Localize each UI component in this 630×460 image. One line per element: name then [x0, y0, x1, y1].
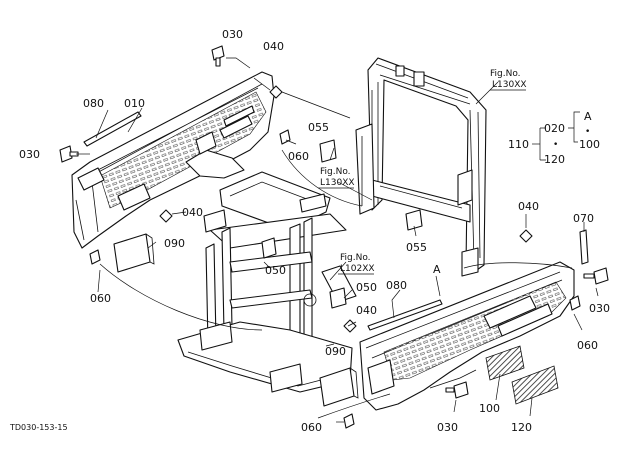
- drawing-id: TD030-153-15: [9, 423, 68, 432]
- left-side-cover: [71, 71, 275, 249]
- label-050-right: 050: [356, 281, 377, 294]
- label-100-bottom: 100: [479, 402, 500, 415]
- rod-left: [83, 111, 142, 147]
- fig-ref-3: L102XX: [340, 264, 375, 274]
- pad-lower: [319, 367, 359, 407]
- rops-frame: [355, 57, 487, 277]
- label-040-top: 040: [263, 40, 284, 53]
- label-020: 020: [544, 122, 565, 135]
- label-040-left: 040: [182, 206, 203, 219]
- fig-ref-2: L130XX: [320, 178, 355, 188]
- label-070-right: 070: [573, 212, 594, 225]
- label-030-right: 030: [589, 302, 610, 315]
- label-030-top: 030: [222, 28, 243, 41]
- label-060-top: 060: [288, 150, 309, 163]
- fig-ref-1: L130XX: [492, 80, 527, 90]
- label-090-left: 090: [164, 237, 185, 250]
- label-055-right: 055: [406, 241, 427, 254]
- decal-120: [511, 365, 559, 405]
- fig-ref-label-3: Fig.No.: [340, 253, 371, 263]
- label-a-center: A: [433, 263, 441, 276]
- label-030-left: 030: [19, 148, 40, 161]
- label-120-bottom: 120: [511, 421, 532, 434]
- label-060-right: 060: [577, 339, 598, 352]
- label-100-group: 100: [579, 138, 600, 151]
- label-080-right: 080: [386, 279, 407, 292]
- label-010-left: 010: [124, 97, 145, 110]
- label-080-left: 080: [83, 97, 104, 110]
- fig-ref-label-2: Fig.No.: [320, 167, 351, 177]
- label-040-right: 040: [518, 200, 539, 213]
- rod-right: [367, 299, 443, 331]
- bar-070: [579, 229, 589, 265]
- label-030-bottom: 030: [437, 421, 458, 434]
- part-labels: 030 040 080 010 030 055 060 040 090 050 …: [9, 28, 610, 434]
- set-bracket: [532, 111, 580, 161]
- label-060-bottom: 060: [301, 421, 322, 434]
- label-040-center: 040: [356, 304, 377, 317]
- label-a-group: A: [584, 110, 592, 123]
- label-110: 110: [508, 138, 529, 151]
- pad-upper: [113, 233, 155, 273]
- label-055-left: 055: [308, 121, 329, 134]
- right-side-cover: [359, 261, 575, 411]
- label-090-bottom: 090: [325, 345, 346, 358]
- label-dot-2: •: [585, 127, 590, 137]
- base-frame: [177, 171, 357, 393]
- label-120-group: 120: [544, 153, 565, 166]
- leader-lines: [76, 57, 599, 423]
- label-050-center: 050: [265, 264, 286, 277]
- fig-ref-label-1: Fig.No.: [490, 69, 521, 79]
- label-060-left: 060: [90, 292, 111, 305]
- label-dot-1: •: [553, 140, 558, 150]
- decal-100: [485, 345, 525, 381]
